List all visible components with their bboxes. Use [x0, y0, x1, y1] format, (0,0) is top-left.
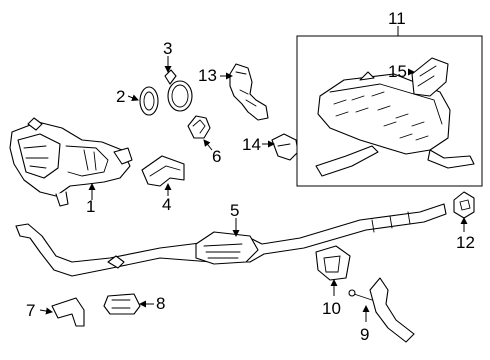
callout-7: 7 — [26, 301, 35, 320]
support-bracket-part — [348, 277, 415, 343]
callout-15: 15 — [388, 62, 407, 81]
hanger-part — [271, 133, 299, 161]
gasket-ring-part — [139, 86, 159, 116]
callout-4: 4 — [162, 195, 171, 214]
hanger-mount-part — [315, 245, 351, 281]
intermediate-pipe-part — [15, 203, 447, 277]
catalytic-converter-part — [9, 117, 133, 207]
callout-6: 6 — [212, 147, 221, 166]
callout-10: 10 — [322, 299, 341, 318]
callout-5: 5 — [230, 201, 239, 220]
flex-pipe-part — [229, 63, 269, 121]
callout-12: 12 — [456, 233, 475, 252]
heat-shield-part — [141, 155, 185, 187]
callout-3: 3 — [163, 39, 172, 58]
valve-actuator-part — [411, 57, 449, 97]
isolator-part — [453, 191, 475, 219]
clamp-bracket-part — [103, 293, 141, 315]
muffler-inset-box — [296, 35, 483, 187]
clamp-part — [164, 59, 193, 112]
callout-11: 11 — [388, 9, 406, 28]
callout-1: 1 — [86, 197, 95, 216]
callout-labels: 1 2 3 4 5 6 7 8 9 10 11 12 13 14 15 — [26, 9, 475, 344]
leader-lines — [39, 26, 468, 322]
callout-9: 9 — [360, 325, 369, 344]
callout-2: 2 — [116, 87, 125, 106]
bracket-part-7 — [51, 297, 85, 327]
callout-13: 13 — [198, 66, 217, 85]
callout-8: 8 — [156, 294, 165, 313]
callout-14: 14 — [242, 135, 261, 154]
seal-part — [187, 115, 211, 139]
